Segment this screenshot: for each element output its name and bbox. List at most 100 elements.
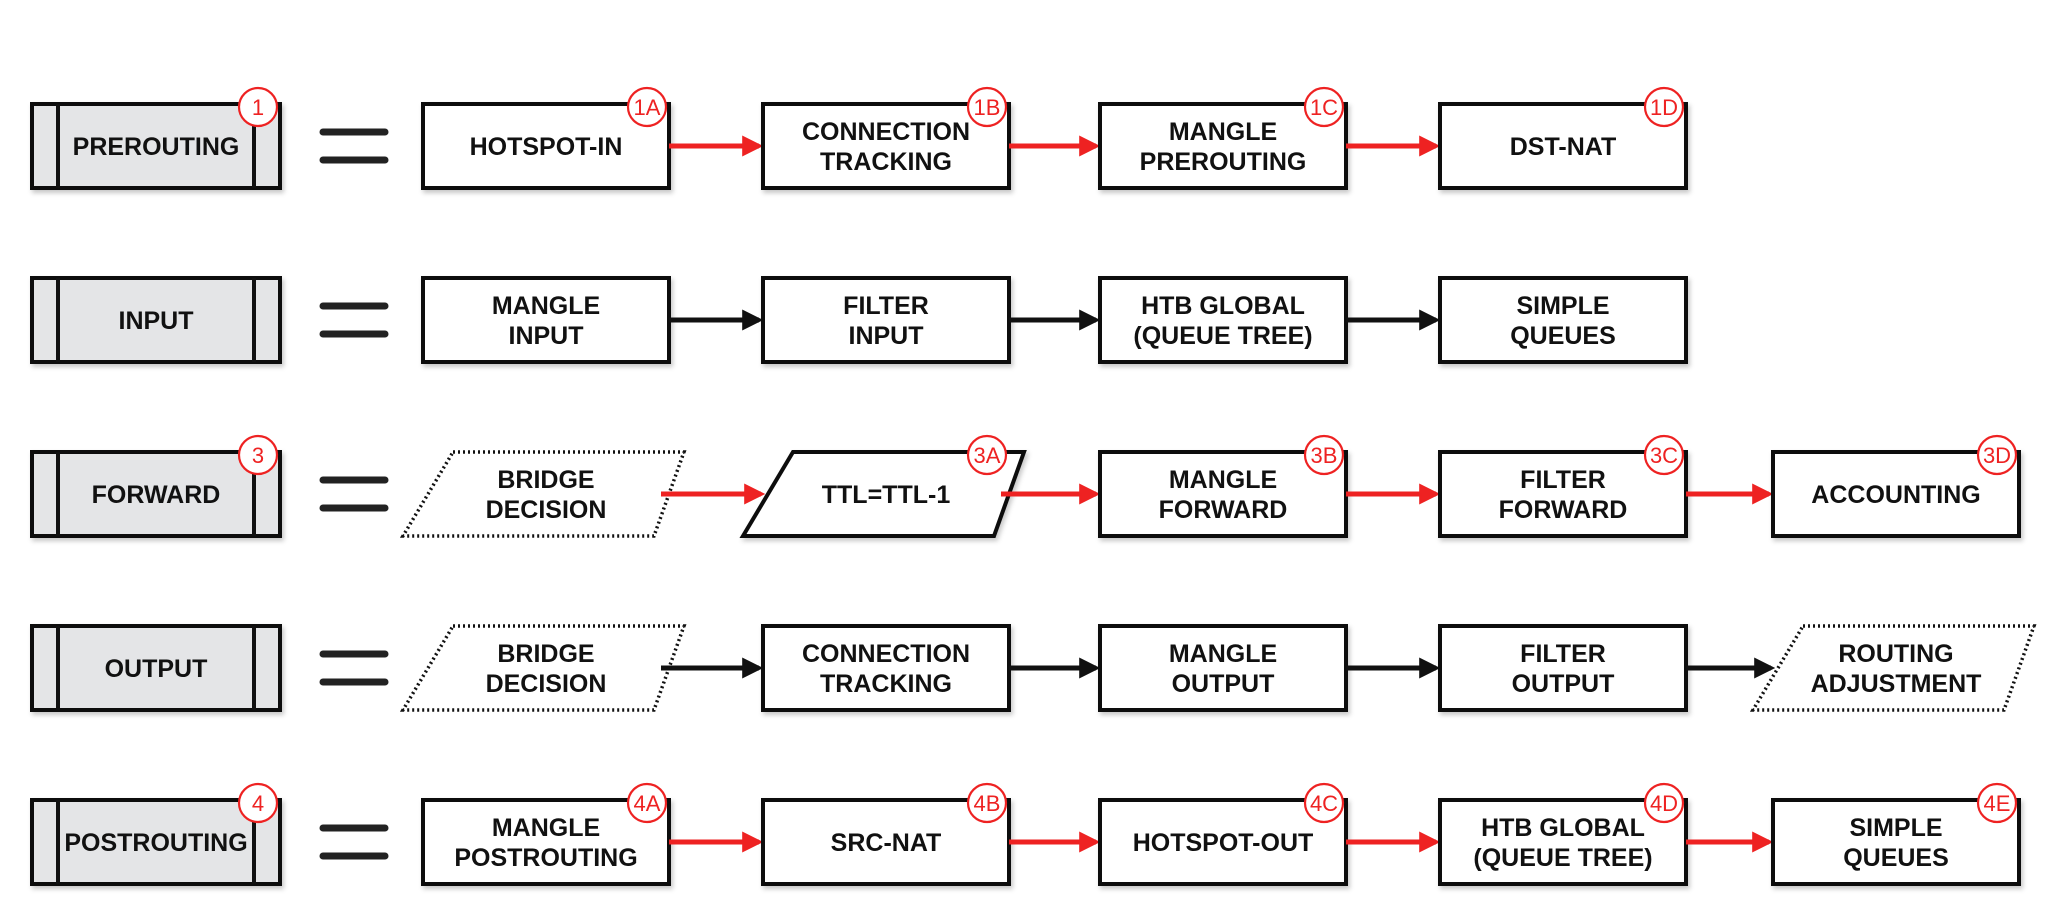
step-badge: 1C bbox=[1303, 86, 1345, 128]
step-label-line: DST-NAT bbox=[1510, 133, 1616, 161]
step-badge: 3C bbox=[1643, 434, 1685, 476]
step-label-line: TRACKING bbox=[820, 670, 952, 698]
step-label-line: MANGLE bbox=[492, 292, 600, 320]
step-badge: 3A bbox=[966, 434, 1008, 476]
step-box-1-2: HTB GLOBAL(QUEUE TREE) bbox=[1098, 276, 1348, 364]
step-label-line: POSTROUTING bbox=[454, 844, 637, 872]
equals-sign bbox=[319, 476, 389, 512]
step-label-line: HTB GLOBAL bbox=[1141, 292, 1305, 320]
badge-label: 4E bbox=[1984, 791, 2011, 816]
chain-label: FORWARD bbox=[92, 481, 221, 509]
step-label-line: TTL=TTL-1 bbox=[822, 481, 951, 509]
step-label-line: CONNECTION bbox=[802, 118, 970, 146]
step-label-line: FILTER bbox=[843, 292, 929, 320]
step-box-2-4: ACCOUNTING bbox=[1771, 450, 2021, 538]
step-label-line: FILTER bbox=[1520, 640, 1606, 668]
step-label-line: TRACKING bbox=[820, 148, 952, 176]
badge-label: 3A bbox=[974, 443, 1001, 468]
step-label-line: FILTER bbox=[1520, 466, 1606, 494]
equals-sign bbox=[319, 302, 389, 338]
equals-sign bbox=[319, 128, 389, 164]
step-badge: 4A bbox=[626, 782, 668, 824]
step-label-line: DECISION bbox=[486, 496, 607, 524]
badge-label: 4B bbox=[974, 791, 1001, 816]
step-label-line: FORWARD bbox=[1159, 496, 1288, 524]
badge-label: 4A bbox=[634, 791, 661, 816]
chain-label: OUTPUT bbox=[105, 655, 208, 683]
equals-sign bbox=[319, 824, 389, 860]
step-label-line: MANGLE bbox=[1169, 118, 1277, 146]
chain-label: POSTROUTING bbox=[64, 829, 247, 857]
badge-label: 3C bbox=[1650, 443, 1678, 468]
step-badge: 3B bbox=[1303, 434, 1345, 476]
step-badge: 1 bbox=[237, 86, 279, 128]
step-label-line: INPUT bbox=[849, 322, 924, 350]
badge-label: 3 bbox=[252, 443, 264, 468]
step-badge: 4B bbox=[966, 782, 1008, 824]
chain-block-forward: FORWARD bbox=[30, 450, 282, 538]
step-badge: 1D bbox=[1643, 86, 1685, 128]
step-label-line: ACCOUNTING bbox=[1811, 481, 1980, 509]
step-badge: 3D bbox=[1976, 434, 2018, 476]
step-box-2-1: TTL=TTL-1 bbox=[739, 450, 1027, 538]
step-box-4-1: SRC-NAT bbox=[761, 798, 1011, 886]
step-box-0-3: DST-NAT bbox=[1438, 102, 1688, 190]
step-badge: 4 bbox=[237, 782, 279, 824]
step-badge: 4C bbox=[1303, 782, 1345, 824]
chain-label: PREROUTING bbox=[73, 133, 240, 161]
step-label-line: CONNECTION bbox=[802, 640, 970, 668]
step-badge: 4D bbox=[1643, 782, 1685, 824]
step-label-line: QUEUES bbox=[1843, 844, 1949, 872]
step-badge: 4E bbox=[1976, 782, 2018, 824]
step-badge: 3 bbox=[237, 434, 279, 476]
step-box-0-0: HOTSPOT-IN bbox=[421, 102, 671, 190]
step-label-line: BRIDGE bbox=[497, 640, 594, 668]
step-label-line: OUTPUT bbox=[1172, 670, 1275, 698]
equals-sign bbox=[319, 650, 389, 686]
chain-label: INPUT bbox=[119, 307, 194, 335]
step-badge: 1A bbox=[626, 86, 668, 128]
step-badge: 1B bbox=[966, 86, 1008, 128]
badge-label: 1 bbox=[252, 95, 264, 120]
badge-label: 1D bbox=[1650, 95, 1678, 120]
step-label-line: DECISION bbox=[486, 670, 607, 698]
badge-label: 1A bbox=[634, 95, 661, 120]
step-label-line: INPUT bbox=[509, 322, 584, 350]
badge-label: 4 bbox=[252, 791, 264, 816]
step-label-line: QUEUES bbox=[1510, 322, 1616, 350]
step-label-line: HTB GLOBAL bbox=[1481, 814, 1645, 842]
badge-label: 1B bbox=[974, 95, 1001, 120]
chain-block-output: OUTPUT bbox=[30, 624, 282, 712]
step-label-line: PREROUTING bbox=[1140, 148, 1307, 176]
step-label-line: BRIDGE bbox=[497, 466, 594, 494]
badge-label: 4D bbox=[1650, 791, 1678, 816]
step-box-4-2: HOTSPOT-OUT bbox=[1098, 798, 1348, 886]
chain-block-prerouting: PREROUTING bbox=[30, 102, 282, 190]
badge-label: 3D bbox=[1983, 443, 2011, 468]
chain-block-postrouting: POSTROUTING bbox=[30, 798, 282, 886]
step-label-line: ADJUSTMENT bbox=[1811, 670, 1982, 698]
step-label-line: (QUEUE TREE) bbox=[1133, 322, 1312, 350]
step-label-line: SIMPLE bbox=[1849, 814, 1942, 842]
step-label-line: OUTPUT bbox=[1512, 670, 1615, 698]
step-label-line: SIMPLE bbox=[1516, 292, 1609, 320]
step-label-line: MANGLE bbox=[1169, 466, 1277, 494]
step-box-4-3: HTB GLOBAL(QUEUE TREE) bbox=[1438, 798, 1688, 886]
step-label-line: MANGLE bbox=[492, 814, 600, 842]
step-label-line: HOTSPOT-IN bbox=[470, 133, 623, 161]
chain-block-input: INPUT bbox=[30, 276, 282, 364]
badge-label: 3B bbox=[1311, 443, 1338, 468]
